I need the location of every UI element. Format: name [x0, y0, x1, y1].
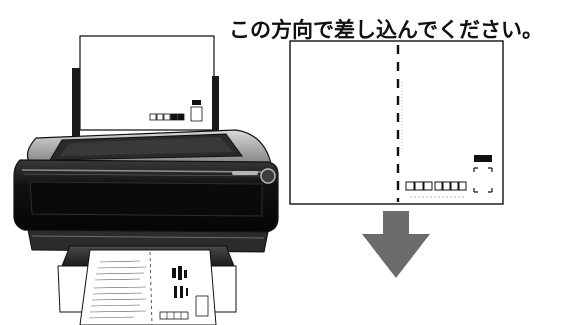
rear-postcard-stamp-box [190, 106, 203, 122]
right-paper-guide [212, 76, 219, 138]
stamp-box [473, 167, 493, 193]
postcard-diagram [289, 40, 504, 205]
rear-postcard [79, 35, 215, 131]
left-paper-guide [72, 68, 80, 138]
status-light-bar [232, 171, 258, 175]
postal-code-boxes [405, 181, 467, 191]
rear-postcard-postal-boxes [149, 113, 185, 121]
stamp-label [474, 155, 492, 162]
instruction-text: この方向で差し込んでください。 [229, 18, 543, 42]
down-arrow-icon [362, 211, 430, 278]
rear-postcard-stamp-label [192, 100, 201, 105]
power-button-icon [260, 168, 276, 184]
output-postcard [79, 249, 217, 325]
